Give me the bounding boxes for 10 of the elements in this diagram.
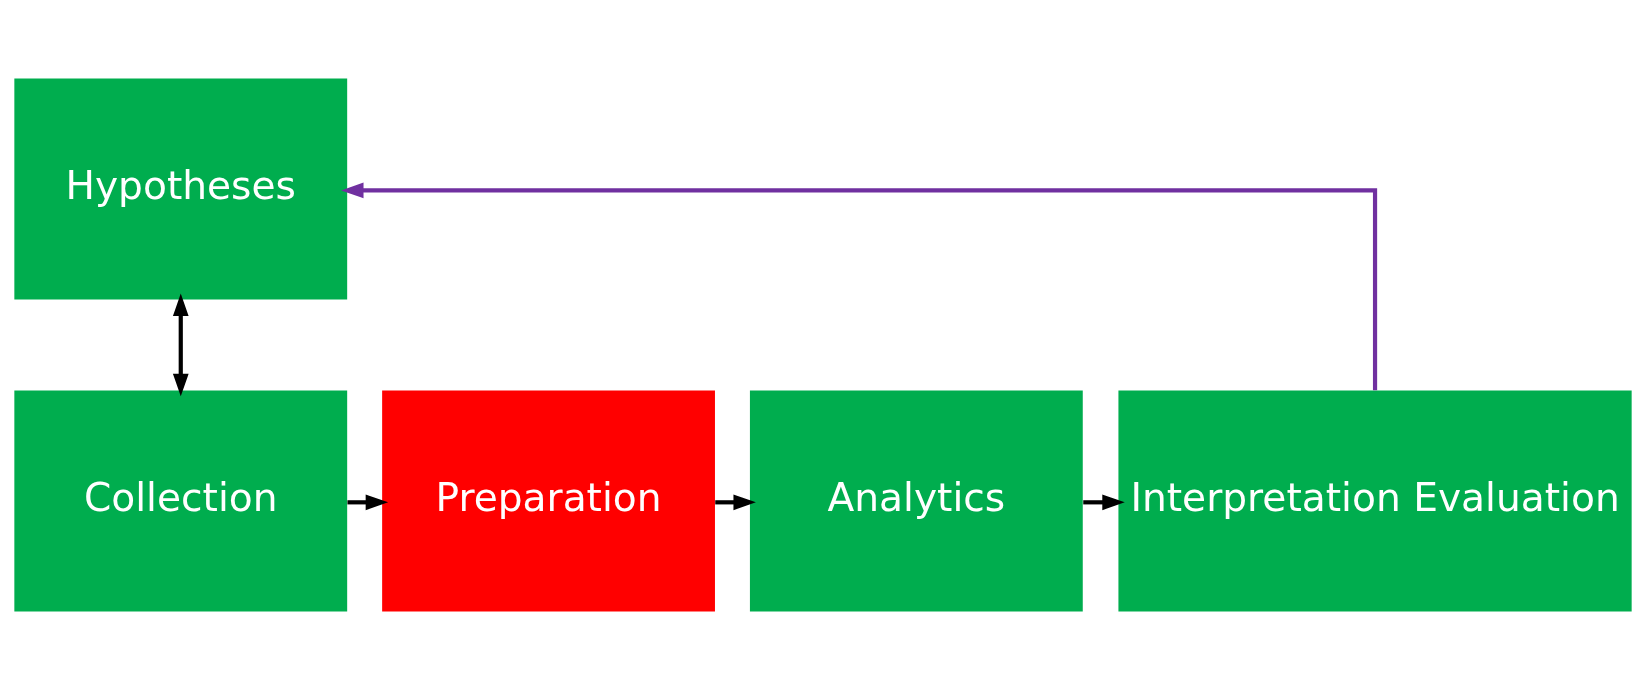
arrow — [715, 493, 756, 510]
node-box: Collection — [14, 389, 348, 611]
node-box: Interpretation Evaluation — [1118, 389, 1632, 611]
node-box: Analytics — [749, 389, 1083, 611]
arrow — [341, 182, 1378, 390]
node-box: Hypotheses — [14, 78, 348, 300]
node-box: Preparation — [382, 389, 715, 611]
arrow — [1083, 493, 1125, 510]
arrow — [347, 493, 389, 510]
arrow — [172, 293, 189, 396]
